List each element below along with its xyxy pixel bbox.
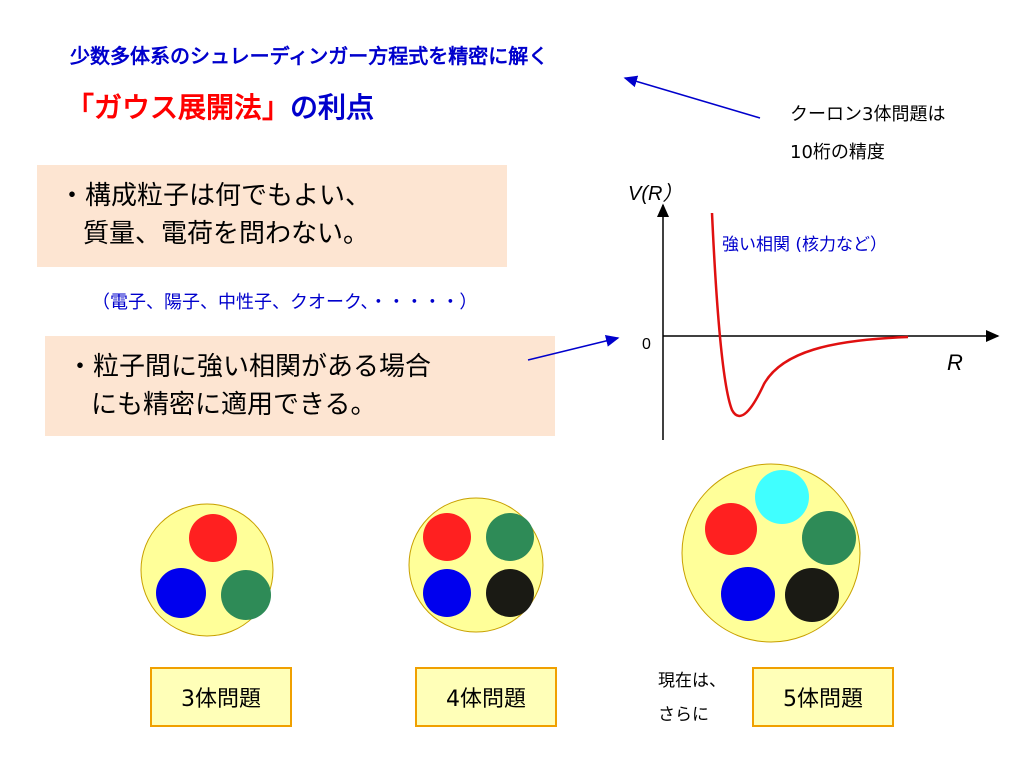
- particle-blue: [156, 568, 206, 618]
- particles-note: （電子、陽子、中性子、クオーク、・・・・・）: [92, 292, 478, 313]
- particle-blue: [423, 569, 471, 617]
- particle-red: [423, 513, 471, 561]
- advantage-box-1: ・構成粒子は何でもよい、 質量、電荷を問わない。: [37, 165, 507, 267]
- particle-green: [221, 570, 271, 620]
- advantage-2-line1: ・粒子間に強い相関がある場合: [67, 352, 432, 382]
- advantage-2-line2: にも精密に適用できる。: [91, 390, 377, 420]
- page-title: 「ガウス展開法」の利点: [66, 86, 374, 126]
- label-four-body: 4体問題: [415, 667, 557, 727]
- advantage-1-line1: ・構成粒子は何でもよい、: [59, 181, 372, 211]
- precision-note: クーロン3体問題は 10桁の精度: [790, 96, 945, 172]
- particle-red: [189, 514, 237, 562]
- three-body-system: [140, 503, 274, 637]
- now-note-line1: 現在は、: [658, 671, 726, 691]
- precision-note-line2: 10桁の精度: [790, 142, 885, 163]
- particle-green: [486, 513, 534, 561]
- particle-blue: [721, 567, 775, 621]
- particle-black: [785, 568, 839, 622]
- particle-red: [705, 503, 757, 555]
- now-note-line2: さらに: [658, 705, 709, 725]
- four-body-system: [408, 497, 544, 633]
- title-rest: の利点: [290, 91, 375, 124]
- potential-curve: [710, 212, 909, 418]
- correlation-arrow: [527, 335, 620, 361]
- precision-note-line1: クーロン3体問題は: [790, 104, 946, 125]
- curve-label: 強い相関 (核力など）: [722, 235, 887, 255]
- advantage-1-line2: 質量、電荷を問わない。: [83, 219, 370, 249]
- advantage-box-2: ・粒子間に強い相関がある場合 にも精密に適用できる。: [45, 336, 555, 436]
- five-body-system: [681, 463, 861, 643]
- zero-label: 0: [642, 336, 651, 353]
- subtitle: 少数多体系のシュレーディンガー方程式を精密に解く: [70, 44, 549, 68]
- particle-cyan: [755, 470, 809, 524]
- label-five-body: 5体問題: [752, 667, 894, 727]
- now-note: 現在は、 さらに: [658, 664, 726, 732]
- label-three-body: 3体問題: [150, 667, 292, 727]
- title-method: 「ガウス展開法」: [66, 91, 291, 124]
- particle-green: [802, 511, 856, 565]
- precision-arrow: [623, 75, 761, 119]
- particle-black: [486, 569, 534, 617]
- y-axis-label: V(R）: [628, 182, 682, 205]
- x-axis-label: R: [947, 350, 963, 375]
